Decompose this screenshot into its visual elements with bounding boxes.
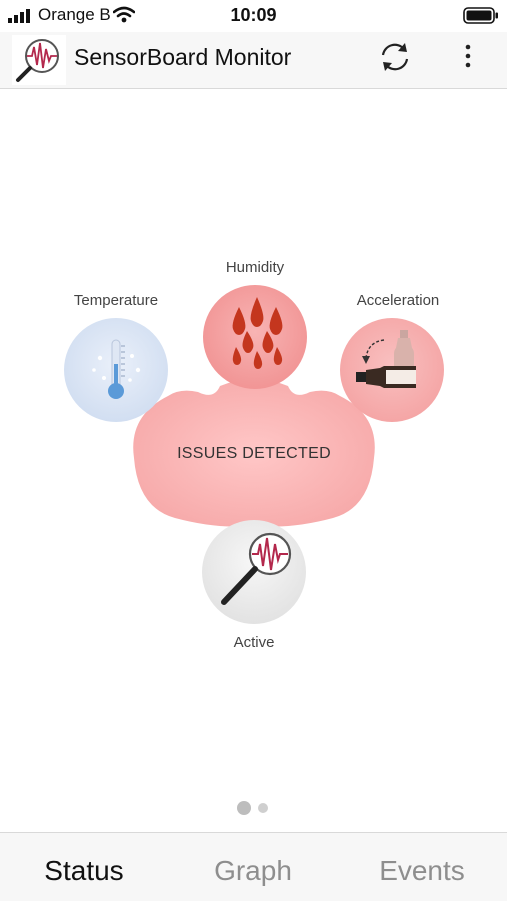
- refresh-icon: [381, 43, 409, 71]
- thermometer-icon: [92, 339, 141, 399]
- monitor-status-button[interactable]: [202, 520, 306, 624]
- overflow-menu-icon: [465, 44, 471, 68]
- pager-dot-1[interactable]: [237, 801, 251, 815]
- humidity-label: Humidity: [225, 259, 285, 276]
- temperature-sensor-button[interactable]: [64, 318, 168, 422]
- tab-graph[interactable]: Graph: [214, 855, 292, 886]
- acceleration-sensor-button[interactable]: [340, 318, 444, 422]
- issues-status-panel[interactable]: [128, 378, 380, 530]
- humidity-sensor-button[interactable]: [203, 285, 307, 389]
- app-bar: [0, 32, 507, 89]
- sensor-magnifier-logo-icon: [16, 39, 59, 82]
- tab-status[interactable]: Status: [44, 855, 124, 886]
- overflow-menu-button[interactable]: [456, 42, 480, 72]
- carrier-name: Orange B: [38, 5, 111, 24]
- clock: 10:09: [230, 5, 277, 25]
- monitor-status-label: Active: [233, 634, 275, 651]
- status-bar: Orange B 10:09: [0, 0, 507, 32]
- refresh-button[interactable]: [376, 40, 414, 74]
- pager-dot-2[interactable]: [258, 803, 268, 813]
- tipping-bottle-icon: [356, 330, 416, 388]
- magnifier-waveform-icon: [221, 532, 292, 605]
- temperature-label: Temperature: [73, 292, 159, 309]
- issues-status-text: ISSUES DETECTED: [177, 445, 331, 462]
- app-title: SensorBoard Monitor: [74, 44, 292, 70]
- acceleration-label: Acceleration: [356, 292, 440, 309]
- signal-bars-icon: [8, 9, 30, 23]
- tab-bar: [0, 832, 507, 901]
- tab-events[interactable]: Events: [379, 855, 465, 886]
- battery-icon: [463, 7, 498, 24]
- wifi-icon: [113, 6, 135, 23]
- water-drops-icon: [232, 297, 283, 369]
- app-logo: [12, 35, 66, 85]
